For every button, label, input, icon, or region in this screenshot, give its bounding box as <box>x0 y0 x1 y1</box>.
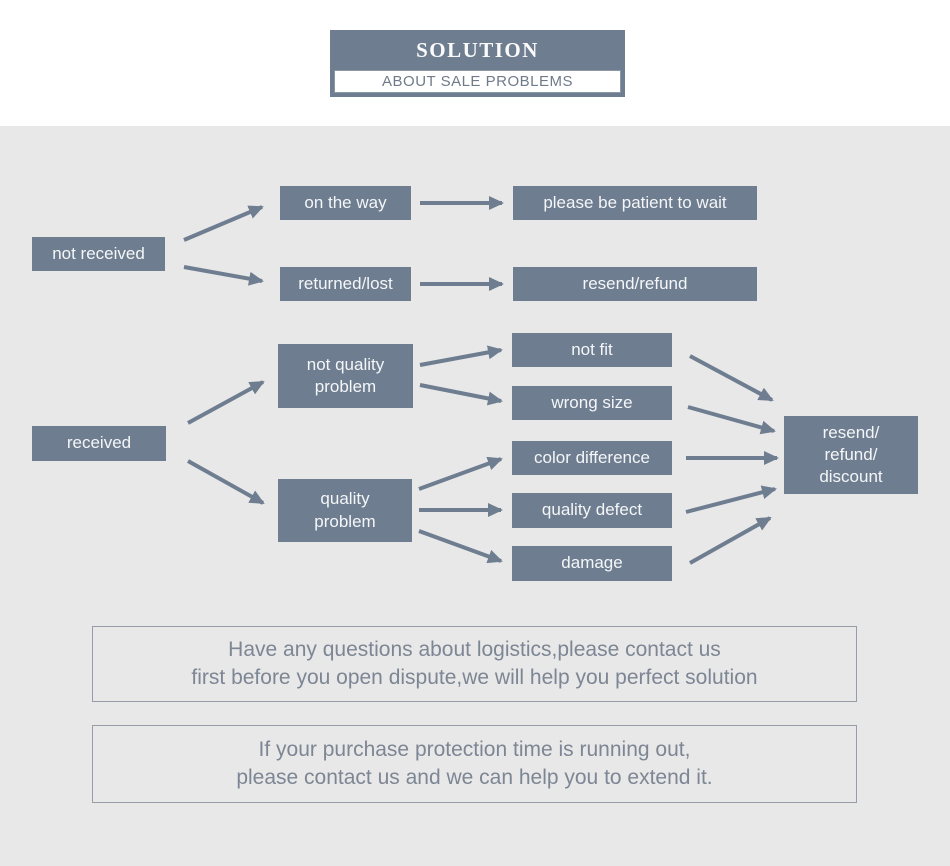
node-not-received: not received <box>32 237 165 271</box>
node-wrong-size: wrong size <box>512 386 672 420</box>
node-resend-refund: resend/refund <box>513 267 757 301</box>
protection-time-notice: If your purchase protection time is runn… <box>92 725 857 803</box>
node-please-wait: please be patient to wait <box>513 186 757 220</box>
node-damage: damage <box>512 546 672 581</box>
page-title: SOLUTION <box>416 37 539 62</box>
node-quality-problem: quality problem <box>278 479 412 542</box>
node-returned-lost: returned/lost <box>280 267 411 301</box>
node-color-difference: color difference <box>512 441 672 475</box>
node-received: received <box>32 426 166 461</box>
node-not-quality-problem: not quality problem <box>278 344 413 408</box>
node-quality-defect: quality defect <box>512 493 672 528</box>
node-on-the-way: on the way <box>280 186 411 220</box>
header-banner: SOLUTION ABOUT SALE PROBLEMS <box>330 30 625 97</box>
page-subtitle-strip: ABOUT SALE PROBLEMS <box>334 70 621 93</box>
logistics-notice: Have any questions about logistics,pleas… <box>92 626 857 702</box>
node-resend-refund-discount: resend/ refund/ discount <box>784 416 918 494</box>
page-subtitle: ABOUT SALE PROBLEMS <box>382 73 573 90</box>
node-not-fit: not fit <box>512 333 672 367</box>
